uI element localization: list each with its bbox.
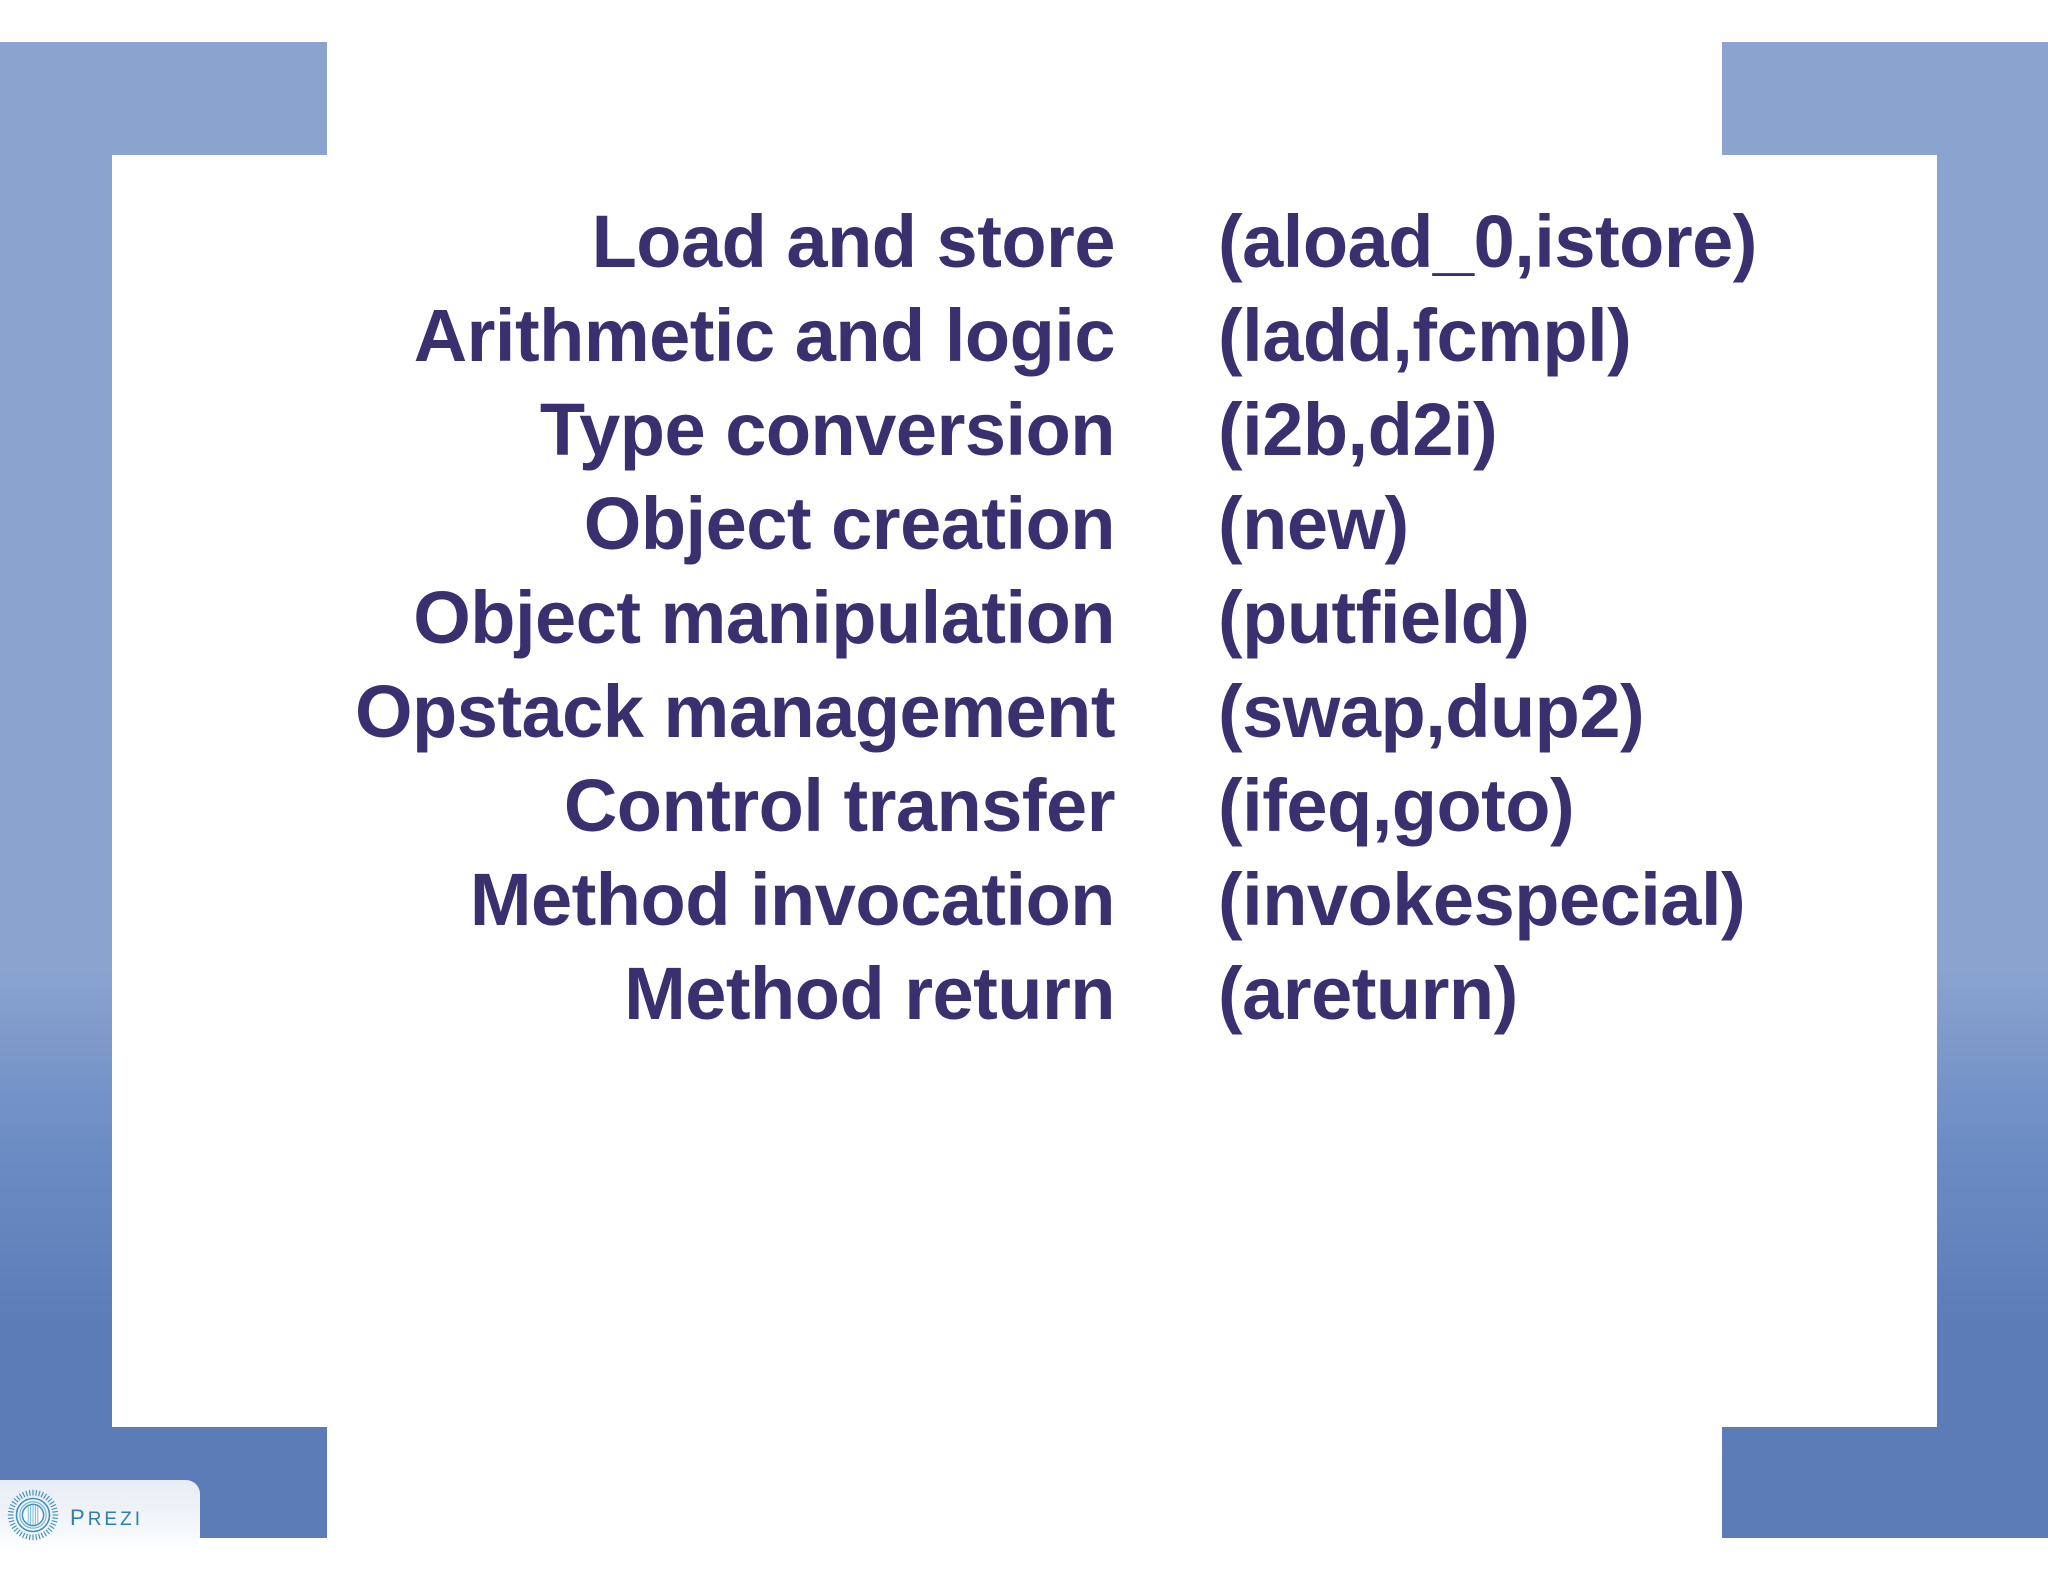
category-label: Method invocation: [469, 858, 1116, 941]
examples-label: (ifeq,goto): [1218, 764, 1575, 847]
examples-label: (i2b,d2i): [1218, 388, 1498, 471]
frame-rail-left: [0, 42, 112, 1538]
table-row: Control transfer (ifeq,goto): [112, 759, 1937, 853]
examples-label: (areturn): [1218, 952, 1518, 1035]
bytecode-category-table: Load and store(aload_0,istore)Arithmetic…: [112, 155, 1937, 1427]
examples-label: (aload_0,istore): [1218, 200, 1757, 283]
table-row: Opstack management (swap,dup2): [112, 665, 1937, 759]
bracket-top-left-arm: [0, 42, 327, 155]
category-label: Arithmetic and logic: [413, 294, 1116, 377]
table-row: Arithmetic and logic (ladd,fcmpl): [112, 289, 1937, 383]
examples-label: (swap,dup2): [1218, 670, 1645, 753]
frame-rail-right: [1937, 42, 2048, 1538]
examples-label: (ladd,fcmpl): [1218, 294, 1632, 377]
examples-label: (putfield): [1218, 576, 1530, 659]
table-row: Load and store (aload_0,istore): [112, 195, 1937, 289]
table-body: Load and store(aload_0,istore)Arithmetic…: [112, 195, 1937, 1041]
bracket-bottom-right-arm: [1722, 1427, 2048, 1538]
prezi-logo-badge[interactable]: Prezi: [0, 1480, 200, 1550]
category-label: Type conversion: [539, 388, 1116, 471]
category-label: Control transfer: [563, 764, 1116, 847]
category-label: Method return: [624, 952, 1115, 1035]
table-row: Object creation (new): [112, 477, 1937, 571]
bracket-top-right-arm: [1722, 42, 2048, 155]
table-row: Method invocation (invokespecial): [112, 853, 1937, 947]
prezi-wordmark: Prezi: [70, 1496, 143, 1532]
prezi-sunburst-icon: [6, 1488, 60, 1542]
table-row: Object manipulation (putfield): [112, 571, 1937, 665]
category-label: Object manipulation: [413, 576, 1115, 659]
examples-label: (invokespecial): [1218, 858, 1746, 941]
examples-label: (new): [1218, 482, 1409, 565]
category-label: Object creation: [583, 482, 1116, 565]
table-row: Type conversion (i2b,d2i): [112, 383, 1937, 477]
category-label: Opstack management: [354, 670, 1116, 753]
category-label: Load and store: [591, 200, 1116, 283]
table-row: Method return (areturn): [112, 947, 1937, 1041]
